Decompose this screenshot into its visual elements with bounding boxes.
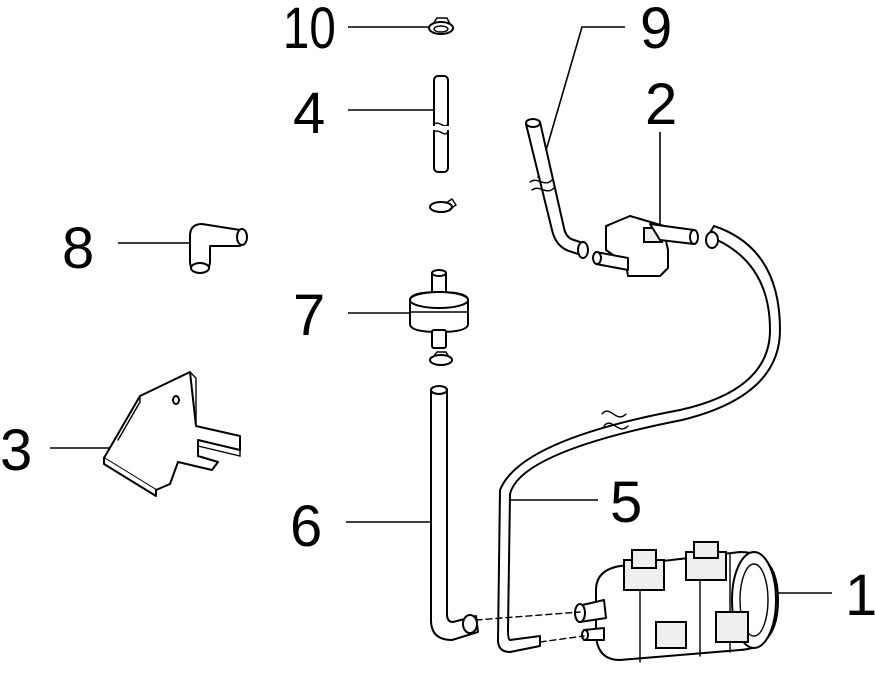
callout-label-1: 1 — [845, 563, 875, 628]
callout-label-10: 10 — [283, 0, 336, 61]
callout-label-6: 6 — [290, 494, 322, 559]
hose-clamp-lower — [429, 351, 453, 366]
callout-label-4: 4 — [293, 81, 325, 146]
callout-label-9: 9 — [640, 0, 672, 61]
check-valve — [409, 269, 469, 349]
callout-label-7: 7 — [293, 283, 325, 348]
hose-clamp-middle — [429, 198, 457, 213]
vacuum-pump-assembly — [475, 541, 779, 663]
solenoid-valve — [592, 215, 699, 277]
vacuum-hose-lower — [430, 385, 479, 641]
vacuum-hose-long — [497, 225, 781, 653]
hose-clamp-top — [428, 17, 454, 35]
vacuum-hose-upper — [433, 75, 449, 173]
callout-label-3: 3 — [0, 418, 32, 483]
vacuum-hose-elbow — [525, 118, 589, 259]
mounting-bracket — [103, 371, 241, 497]
callout-label-8: 8 — [62, 216, 94, 281]
leader-9 — [537, 26, 625, 179]
callout-label-2: 2 — [645, 72, 677, 137]
callout-label-5: 5 — [610, 470, 642, 535]
elbow-connector — [189, 223, 248, 274]
